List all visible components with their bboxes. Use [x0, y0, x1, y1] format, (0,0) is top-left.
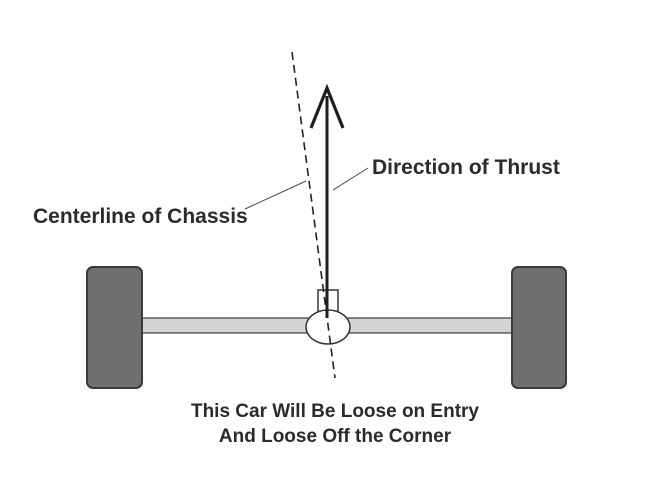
- centerline-of-chassis-label: Centerline of Chassis: [33, 205, 248, 228]
- caption-line-1: This Car Will Be Loose on Entry: [190, 401, 480, 422]
- caption-line-2: And Loose Off the Corner: [218, 426, 452, 447]
- left-tire: [86, 266, 143, 389]
- thrust-arrow-head: [309, 83, 345, 129]
- direction-of-thrust-label: Direction of Thrust: [372, 156, 560, 179]
- centerline-leader-line: [244, 180, 307, 210]
- right-tire: [511, 266, 567, 389]
- chassis-centerline: [291, 51, 336, 379]
- thrust-leader-line: [332, 167, 369, 191]
